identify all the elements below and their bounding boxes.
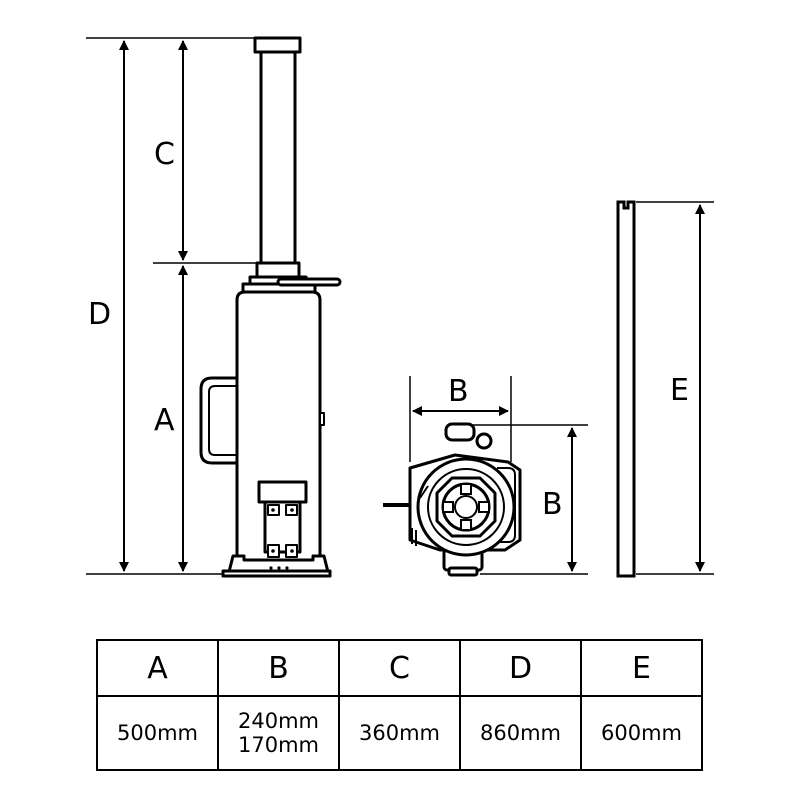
table-header-cell: D bbox=[459, 639, 582, 697]
table-header-cell: B bbox=[217, 639, 340, 697]
jack-top-view-details bbox=[411, 483, 490, 546]
table-header-cell: E bbox=[580, 639, 703, 697]
table-header-cell: C bbox=[338, 639, 461, 697]
value-e: 600mm bbox=[601, 721, 682, 745]
label-c: C bbox=[154, 137, 175, 172]
dimension-arrows bbox=[119, 40, 705, 572]
label-e: E bbox=[670, 373, 689, 408]
table-value-cell: 500mm bbox=[96, 695, 219, 771]
jack-side-details bbox=[269, 508, 294, 570]
label-b-width: B bbox=[448, 374, 469, 409]
extension-lines bbox=[86, 37, 714, 575]
table-value-cell: 860mm bbox=[459, 695, 582, 771]
jack-top-view bbox=[383, 422, 522, 577]
jack-side-view bbox=[199, 36, 342, 578]
value-d: 860mm bbox=[480, 721, 561, 745]
table-header-row: A B C D E bbox=[96, 639, 703, 697]
value-c: 360mm bbox=[359, 721, 440, 745]
bottle-jack-dimension-diagram: C D A B B E bbox=[86, 36, 714, 578]
value-b-line1: 240mm bbox=[238, 709, 319, 733]
value-a: 500mm bbox=[117, 721, 198, 745]
table-header-cell: A bbox=[96, 639, 219, 697]
value-b-line2: 170mm bbox=[238, 733, 319, 757]
table-value-cell: 600mm bbox=[580, 695, 703, 771]
label-d: D bbox=[88, 297, 111, 332]
handle-bar bbox=[616, 200, 636, 578]
label-b-height: B bbox=[542, 487, 563, 522]
table-value-cell: 360mm bbox=[338, 695, 461, 771]
label-a: A bbox=[154, 403, 175, 438]
